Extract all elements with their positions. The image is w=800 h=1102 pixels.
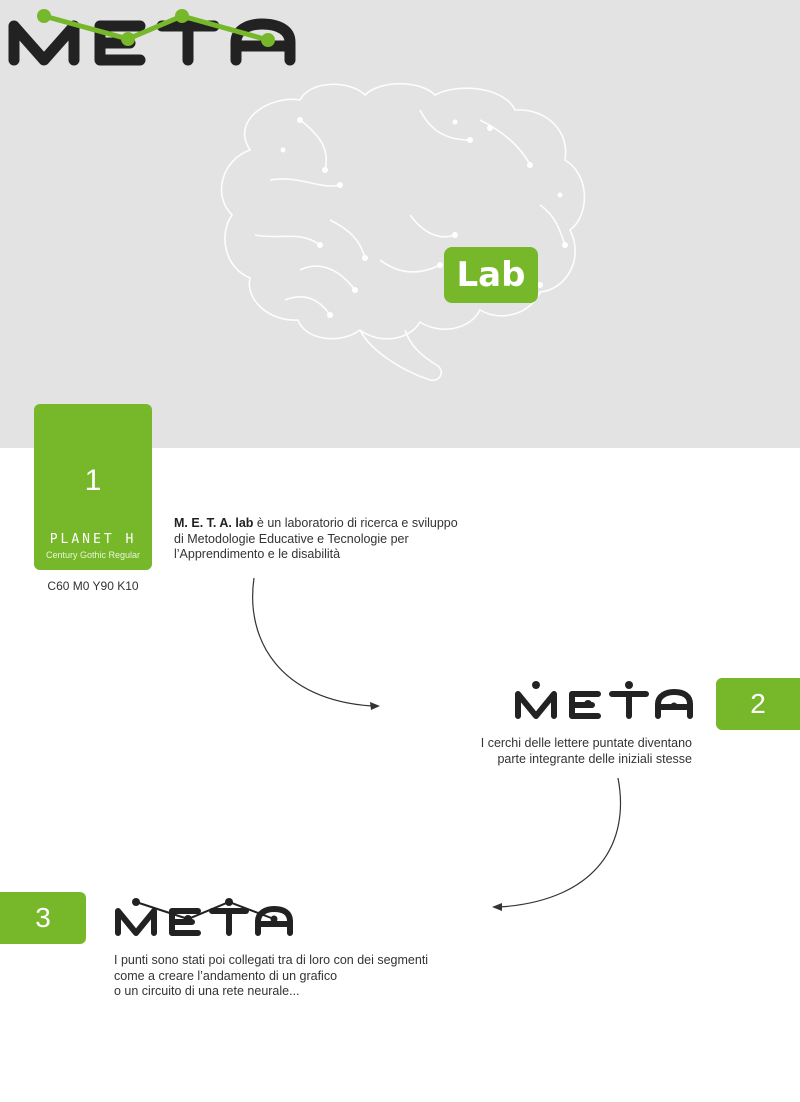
meta-logo-dotted: [515, 681, 693, 719]
cmyk-value: C60 M0 Y90 K10: [47, 579, 139, 593]
brain-illustration: [220, 82, 586, 382]
step2-tag: 2: [716, 678, 800, 730]
step1-line2: di Metodologie Educative e Tecnologie pe…: [174, 531, 409, 546]
step2-description: I cerchi delle lettere puntate diventano…: [400, 736, 692, 767]
step3-tag: 3: [0, 892, 86, 944]
lab-badge: Lab: [444, 247, 538, 303]
font-name: PLANET H: [49, 532, 137, 547]
font-subtitle: Century Gothic Regular: [45, 550, 141, 560]
step1-bold: M. E. T. A. lab: [174, 516, 254, 530]
step1-line3: l’Apprendimento e le disabilità: [174, 547, 341, 561]
step3-description: I punti sono stati poi collegati tra di …: [114, 953, 494, 1000]
step3-line1: I punti sono stati poi collegati tra di …: [114, 953, 429, 967]
hero-banner: Lab: [0, 0, 800, 448]
step2-line1: I cerchi delle lettere puntate diventano: [480, 736, 692, 750]
step1-line1: è un laboratorio di ricerca e sviluppo: [253, 516, 458, 530]
step3-line2: come a creare l’andamento di un grafico: [114, 968, 338, 983]
step1-description: M. E. T. A. lab è un laboratorio di rice…: [174, 516, 534, 563]
swatch-number: 1: [84, 464, 102, 497]
meta-logo-connected: [115, 898, 293, 936]
color-swatch-card: 1 PLANET H Century Gothic Regular: [34, 404, 152, 570]
step3-line3: o un circuito di una rete neurale...: [114, 984, 300, 998]
meta-wordmark-logo: [8, 9, 296, 66]
step2-line2: parte integrante delle iniziali stesse: [497, 751, 692, 766]
